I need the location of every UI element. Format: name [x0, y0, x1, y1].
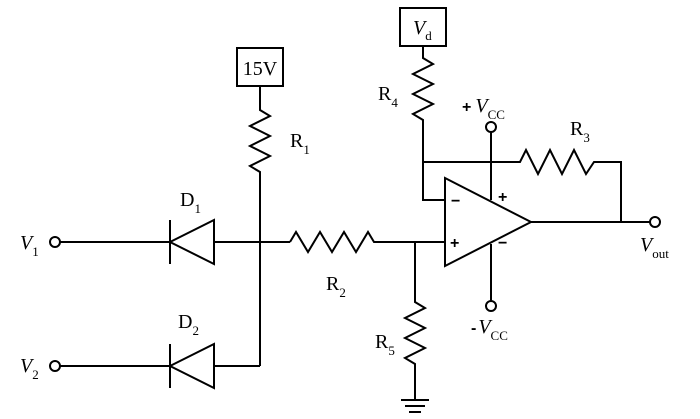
ground-symbol	[401, 399, 429, 413]
resistor-r3-label: R3	[570, 118, 590, 145]
vcc-neg-terminal	[485, 300, 497, 312]
opamp-vpos-sign: +	[498, 189, 507, 206]
resistor-r2-label: R2	[326, 273, 346, 300]
source-vd-label: Vd	[413, 17, 432, 43]
resistor-r5	[402, 242, 428, 400]
resistor-r1-label: R1	[290, 130, 310, 157]
opamp-triangle	[444, 176, 534, 268]
input-v1-terminal	[49, 236, 61, 248]
output-label: Vout	[640, 234, 669, 261]
vcc-neg-label: -VCC	[471, 316, 508, 343]
resistor-r5-label: R5	[375, 331, 395, 358]
resistor-r2	[289, 230, 445, 254]
opamp-vneg-sign: −	[498, 235, 507, 252]
opamp-inverting-sign: −	[451, 193, 460, 210]
resistor-r3	[423, 147, 622, 222]
vcc-pos-terminal	[485, 121, 497, 133]
input-v2-label: V2	[20, 355, 39, 382]
diode-d1	[167, 218, 215, 266]
diode-d2-label: D2	[178, 311, 199, 338]
resistor-r4-label: R4	[378, 83, 398, 110]
diode-d2	[167, 342, 215, 390]
opamp-noninverting-sign: +	[450, 235, 459, 252]
vcc-pos-label: +VCC	[462, 95, 505, 122]
resistor-r4	[410, 46, 445, 201]
input-v1-label: V1	[20, 232, 39, 259]
resistor-r1	[247, 86, 273, 242]
source-15v-label: 15V	[243, 58, 278, 80]
output-terminal	[649, 216, 661, 228]
diode-d1-label: D1	[180, 189, 201, 216]
input-v2-terminal	[49, 360, 61, 372]
